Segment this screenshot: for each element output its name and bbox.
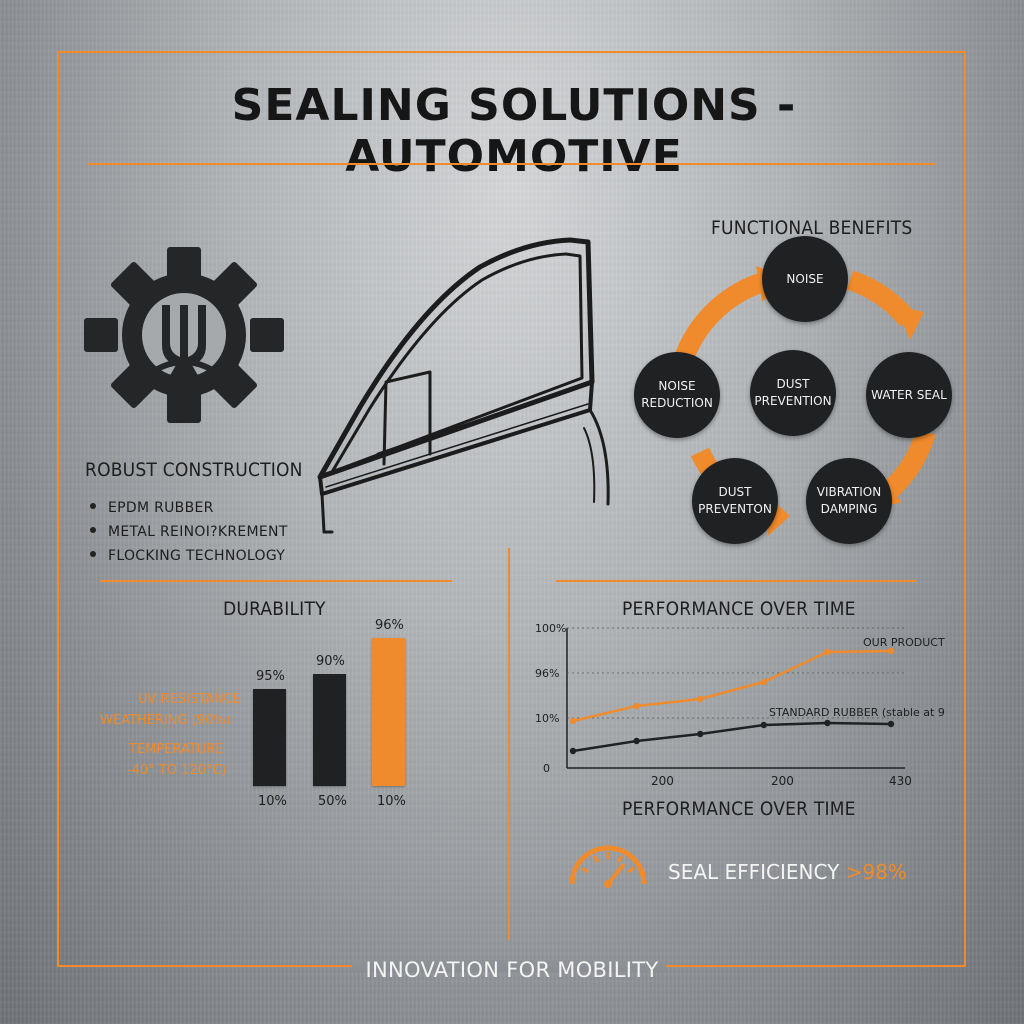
benefit-node-dust: DUST PREVENTON [692,458,778,544]
data-point [633,737,640,745]
series-label: OUR PRODUCT [863,636,945,649]
list-item: METAL REINOI?KREMENT [90,520,288,544]
series-line [572,649,892,723]
data-point [569,747,577,755]
uv-resistance-label: UV RESISTANCE [138,692,241,707]
durability-bar [313,674,346,786]
gauge-icon [569,845,647,888]
durability-bar [253,689,286,786]
construction-list: EPDM RUBBER METAL REINOI?KREMENT FLOCKIN… [90,496,288,568]
benefit-node-vibration: VIBRATION DAMPING [806,458,892,544]
gear-seal-icon [84,247,284,423]
data-point [824,719,831,727]
chart-title: PERFORMANCE OVER TIME [622,598,856,620]
right-section-divider [556,580,916,582]
footer-tagline: INNOVATION FOR MOBILITY [365,958,659,982]
second-performance-heading: PERFORMANCE OVER TIME [622,798,856,820]
data-point [887,720,895,728]
vertical-divider [508,548,510,940]
data-point [697,695,704,703]
x-tick-label: 200 [651,774,674,788]
list-item: EPDM RUBBER [90,496,288,520]
durability-heading: DURABILITY [223,598,326,620]
x-tick-label: 200 [771,774,794,788]
durability-bar-axis-label: 10% [258,794,287,809]
data-point [760,721,767,729]
seal-efficiency-label: SEAL EFFICIENCY [668,860,846,884]
durability-bar-value: 95% [256,669,285,684]
benefits-heading: FUNCTIONAL BENEFITS [711,217,913,239]
temperature-range-label: -40° TO 120°C) [127,763,227,778]
data-point [697,730,704,738]
seal-efficiency-value: >98% [845,860,907,884]
page-title: SEALING SOLUTIONS - AUTOMOTIVE [231,80,797,182]
car-door-icon [317,237,610,534]
benefit-node-noise: NOISE [762,236,848,322]
y-tick-label: 0 [543,762,550,775]
x-tick-label: 430 [889,774,912,788]
bullet-icon [90,551,96,557]
list-item: FLOCKING TECHNOLOGY [90,544,288,568]
benefit-node-noise-reduction: NOISE REDUCTION [634,352,720,438]
y-tick-label: 10% [535,712,559,725]
durability-bar-value: 96% [375,618,404,633]
data-point [569,717,577,725]
y-tick-label: 100% [535,622,566,635]
durability-bar-axis-label: 50% [318,794,347,809]
durability-bar [372,638,405,786]
data-point [887,647,895,655]
durability-bar-axis-label: 10% [377,794,406,809]
data-point [824,648,831,656]
data-point [760,678,767,686]
series-line [572,721,892,753]
temperature-label: TEMPERATURE [129,742,224,757]
weathering-label: WEATHERING (90%) [100,713,231,728]
construction-heading: ROBUST CONSTRUCTION [85,459,303,481]
left-section-divider [100,580,452,582]
data-point [633,702,640,710]
durability-bar-value: 90% [316,654,345,669]
benefit-center-dust-prevention: DUST PREVENTION [750,350,836,436]
y-tick-label: 96% [535,667,559,680]
footer-frame-gap [352,960,666,972]
bullet-icon [90,527,96,533]
seal-efficiency: SEAL EFFICIENCY >98% [668,860,907,884]
title-underline [88,163,936,165]
performance-line-chart: 100% 96% 10% 0 200 200 430 OUR PRODUCT STANDARD … [535,622,945,788]
series-label: STANDARD RUBBER (stable at 96%) [769,706,945,719]
benefit-node-water-seal: WATER SEAL [866,352,952,438]
bullet-icon [90,503,96,509]
